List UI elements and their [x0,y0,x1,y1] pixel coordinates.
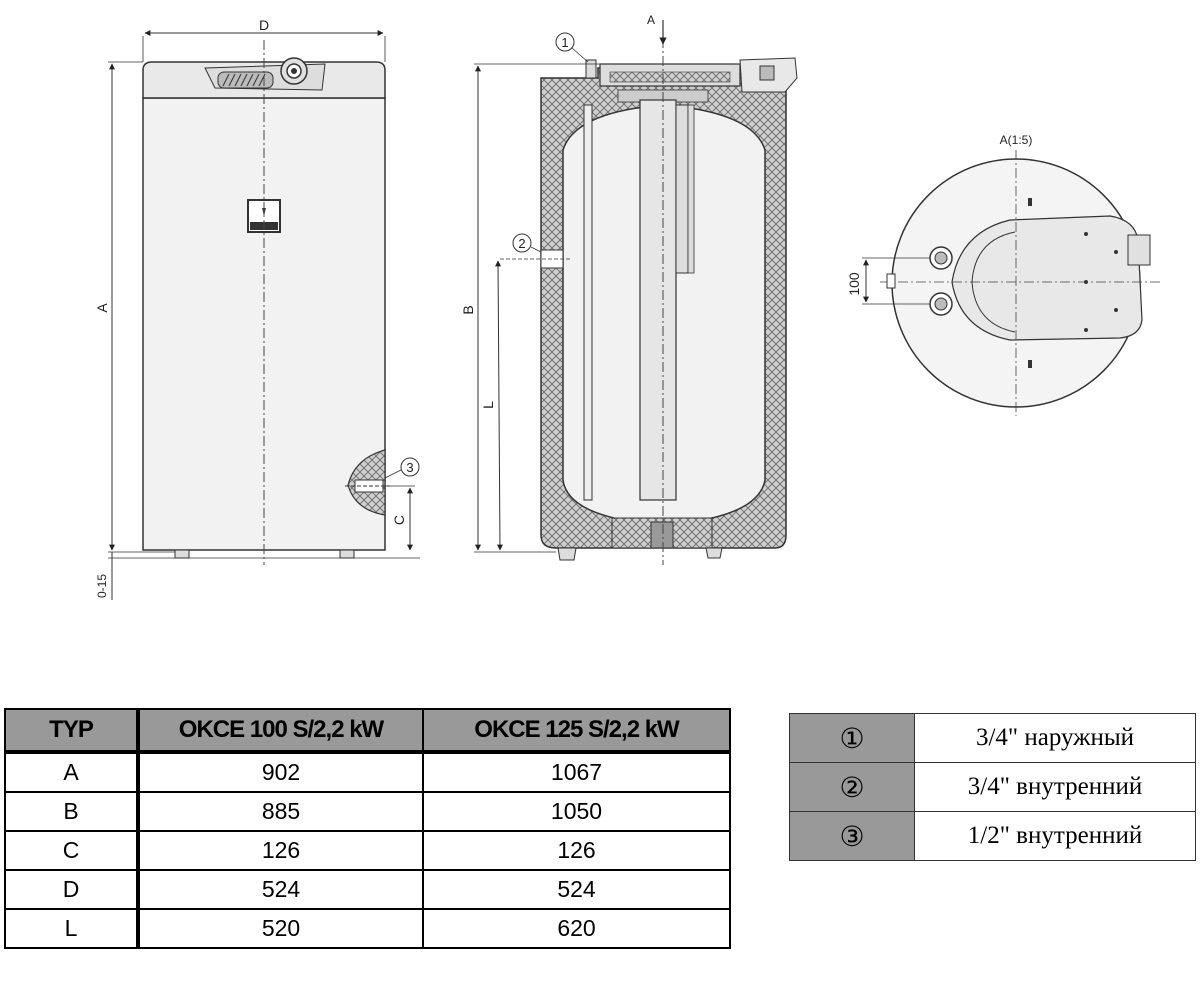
dim-label-c: C [391,515,407,525]
table-header-cell: OKCE 100 S/2,2 kW [137,708,424,754]
table-row: D 524 524 [4,869,731,910]
dim-label-100: 100 [846,272,862,296]
table-row: B 885 1050 [4,791,731,832]
inlet-pipe [583,104,593,501]
table-cell: B [4,791,140,832]
grille-icon [217,71,274,89]
table-cell: A [4,751,140,793]
table-cell: 902 [137,751,424,793]
table-cell: L [4,908,140,949]
foot-right [339,549,355,559]
connection-symbol: ② [789,762,915,812]
lower-connection-cutaway [345,449,390,516]
dim-label-feet: 0-15 [95,574,109,598]
table-header-cell: TYP [4,708,140,754]
callout-1: 1 [555,32,589,63]
table-cell: 1067 [422,751,731,793]
table-row: C 126 126 [4,830,731,871]
callout-2: 2 [512,233,542,253]
front-view: D A 0-15 C 3 [94,17,420,600]
table-cell: 885 [137,791,424,832]
table-cell: 524 [422,869,731,910]
connection-upper-icon [929,246,953,270]
table-cell: C [4,830,140,871]
svg-text:1: 1 [561,35,568,50]
connection-description: 1/2" внутренний [914,811,1196,861]
flange-plate [951,215,1143,341]
callout-3: 3 [384,457,420,479]
detail-view: A(1:5) 100 [846,133,1160,416]
technical-drawing: D A 0-15 C 3 [94,13,1160,600]
dimension-table: TYP OKCE 100 S/2,2 kW OKCE 125 S/2,2 kW … [4,708,731,949]
table-cell: 126 [137,830,424,871]
table-header-row: TYP OKCE 100 S/2,2 kW OKCE 125 S/2,2 kW [4,708,731,754]
table-row: ① 3/4" наружный [789,713,1196,763]
table-cell: 620 [422,908,731,949]
table-row: ② 3/4" внутренний [789,762,1196,812]
view-arrow-label: A [647,13,655,27]
heating-element [639,99,677,501]
dim-label-b: B [460,305,476,314]
dim-label-d: D [259,17,269,33]
table-row: L 520 620 [4,908,731,949]
table-cell: D [4,869,140,910]
connection-lower-icon [929,292,953,316]
table-row: A 902 1067 [4,751,731,793]
table-cell: 1050 [422,791,731,832]
section-view: A B L 1 2 [460,13,798,565]
table-cell: 520 [137,908,424,949]
table-header-cell: OKCE 125 S/2,2 kW [422,708,731,754]
svg-text:2: 2 [518,236,525,251]
thermostat-knob-icon [280,57,308,85]
table-cell: 126 [422,830,731,871]
anode-rod [687,104,695,274]
table-row: ③ 1/2" внутренний [789,811,1196,861]
dim-label-a: A [94,303,110,313]
connection-description: 3/4" внутренний [914,762,1196,812]
table-cell: 524 [137,869,424,910]
svg-text:3: 3 [406,460,413,475]
thermostat-tube [675,104,689,274]
connections-table: ① 3/4" наружный ② 3/4" внутренний ③ 1/2"… [789,713,1196,861]
connection-description: 3/4" наружный [914,713,1196,763]
detail-view-title: A(1:5) [1000,133,1033,147]
connection-symbol: ① [789,713,915,763]
dim-label-l: L [480,401,496,409]
connection-symbol: ③ [789,811,915,861]
foot-left [174,549,190,559]
